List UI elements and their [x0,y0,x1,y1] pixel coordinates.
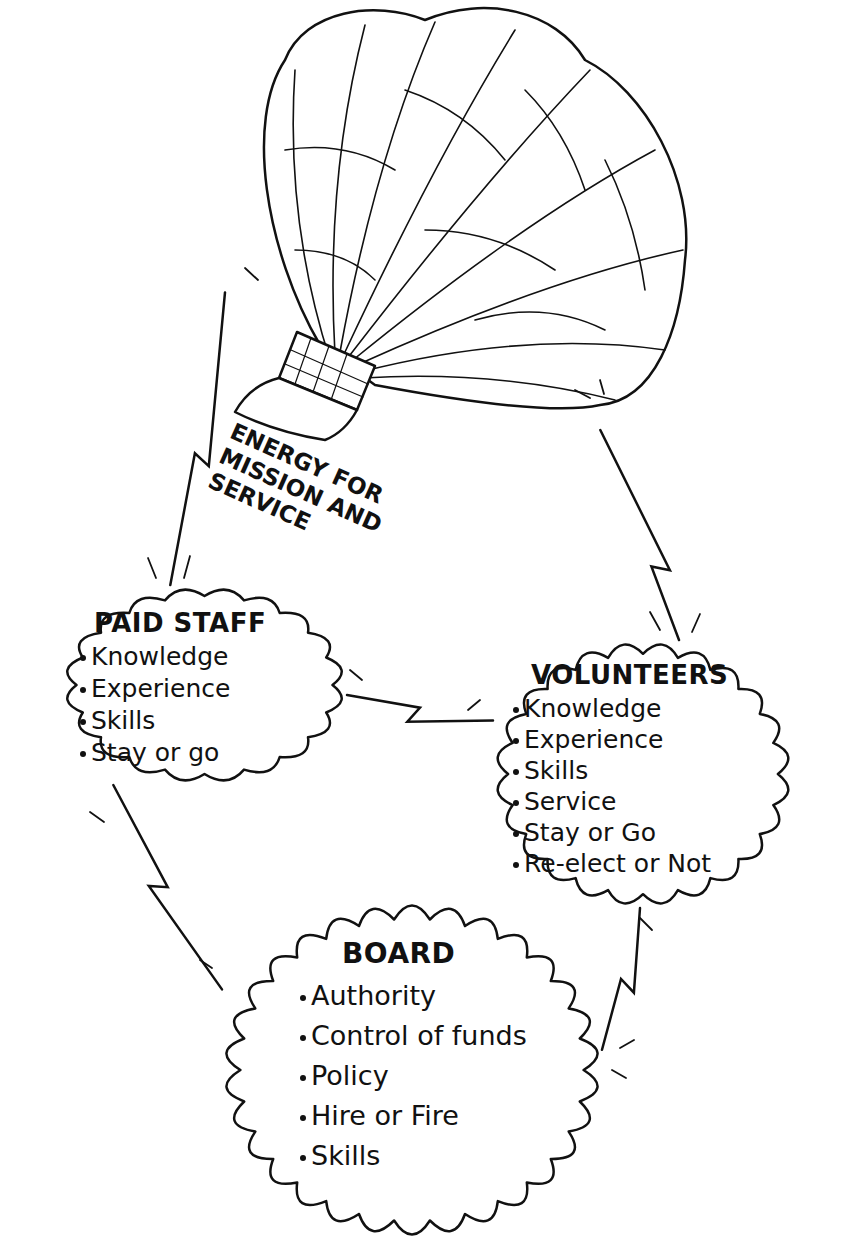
list-item: Experience [513,724,728,755]
item-text: Hire or Fire [311,1100,459,1131]
cloud-content: PAID STAFFKnowledgeExperienceSkillsStay … [80,605,266,769]
cloud-node: PAID STAFFKnowledgeExperienceSkillsStay … [62,585,347,785]
list-item: Stay or go [80,737,266,769]
item-text: Skills [524,756,588,785]
cloud-content: VOLUNTEERSKnowledgeExperienceSkillsServi… [513,658,728,879]
bullet-dot [513,800,519,806]
list-item: Experience [80,673,266,705]
item-text: Authority [311,980,436,1011]
cloud-shape [226,905,597,1234]
bullet-dot [513,738,519,744]
feather-veins [285,22,683,400]
shuttle-label: ENERGY FOR MISSION AND SERVICE [204,418,411,569]
shuttlecock-node: ENERGY FOR MISSION AND SERVICE [225,0,700,430]
item-text: Skills [311,1140,380,1171]
bullet-dot [80,719,86,725]
list-item: Control of funds [300,1016,527,1056]
bullet-dot [513,831,519,837]
cloud-heading: VOLUNTEERS [531,658,728,693]
lightning-connector [602,908,640,1050]
bullet-dot [300,1035,306,1041]
item-text: Control of funds [311,1020,527,1051]
list-item: Hire or Fire [300,1096,527,1136]
item-text: Policy [311,1060,389,1091]
lightning-connector [113,785,222,989]
item-text: Knowledge [91,642,228,671]
cloud-heading: BOARD [342,932,527,976]
lightning-connector [347,695,493,722]
bullet-dot [80,655,86,661]
lightning-connector [600,430,679,640]
item-text: Re-elect or Not [524,849,711,878]
item-text: Stay or Go [524,818,656,847]
bullet-dot [300,995,306,1001]
bullet-dot [80,687,86,693]
cloud-node: BOARD AuthorityControl of fundsPolicyHire… [222,902,602,1238]
list-item: Stay or Go [513,817,728,848]
cloud-shape [498,645,789,904]
item-text: Skills [91,706,155,735]
cloud-shape [67,590,341,781]
bullet-dot [513,707,519,713]
list-item: Policy [300,1056,527,1096]
item-text: Experience [91,674,230,703]
bullet-dot [513,862,519,868]
bullet-dot [80,751,86,757]
cloud-heading: PAID STAFF [94,605,266,641]
item-text: Knowledge [524,694,661,723]
list-item: Authority [300,976,527,1016]
bullet-dot [513,769,519,775]
list-item: Skills [300,1136,527,1176]
item-text: Service [524,787,616,816]
list-item: Skills [80,705,266,737]
bullet-dot [300,1075,306,1081]
list-item: Re-elect or Not [513,848,728,879]
bullet-dot [300,1115,306,1121]
list-item: Service [513,786,728,817]
item-text: Stay or go [91,738,219,767]
list-item: Knowledge [513,693,728,724]
lightning-connector [170,292,225,585]
list-item: Knowledge [80,641,266,673]
cloud-node: VOLUNTEERSKnowledgeExperienceSkillsServi… [493,640,793,908]
list-item: Skills [513,755,728,786]
bullet-dot [300,1155,306,1161]
cloud-content: BOARD AuthorityControl of fundsPolicyHire… [300,932,527,1176]
item-text: Experience [524,725,663,754]
